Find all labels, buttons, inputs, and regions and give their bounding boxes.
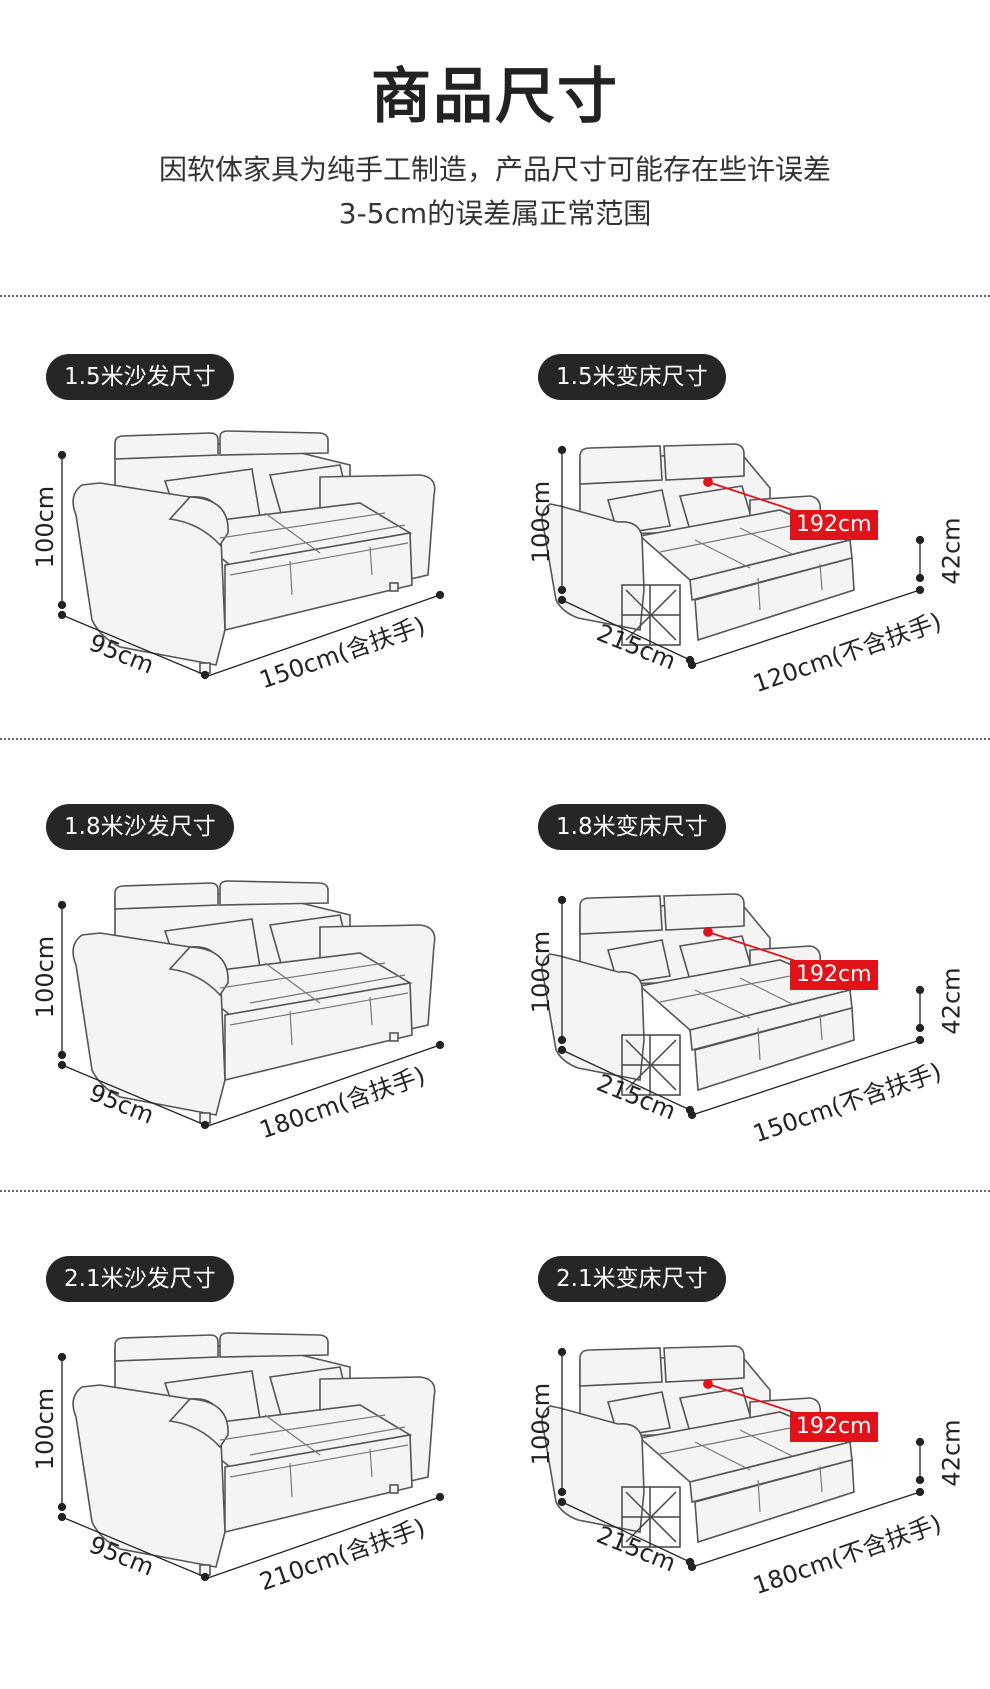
mattress-length-label: 192cm	[790, 510, 878, 540]
seat-height-label: 42cm	[937, 1419, 966, 1487]
divider	[0, 738, 990, 740]
sofa-illustration	[57, 880, 445, 1130]
bed-height-label: 100cm	[527, 930, 556, 1014]
sofa-bed-illustration	[541, 1345, 925, 1572]
sofa-bed-illustration	[541, 893, 925, 1120]
bed-height-label: 100cm	[527, 480, 556, 564]
sofa-illustration	[57, 1332, 445, 1582]
sofa-size-badge: 1.5米沙发尺寸	[46, 354, 234, 400]
bed-height-label: 100cm	[527, 1382, 556, 1466]
seat-height-label: 42cm	[937, 517, 966, 585]
mattress-length-label: 192cm	[790, 960, 878, 990]
bed-size-badge: 2.1米变床尺寸	[538, 1256, 726, 1302]
title-part-2-text: 尺寸	[495, 62, 619, 132]
page-header: 商品尺寸 因软体家具为纯手工制造，产品尺寸可能存在些许误差 3-5cm的误差属正…	[0, 0, 990, 290]
sofa-illustration	[57, 430, 445, 680]
title-part-2: 尺寸	[495, 48, 619, 135]
divider	[0, 1190, 990, 1192]
sofa-height-label: 100cm	[31, 935, 60, 1019]
bed-size-badge: 1.8米变床尺寸	[538, 804, 726, 850]
page-title: 商品尺寸	[0, 48, 990, 135]
subtitle-line-2: 3-5cm的误差属正常范围	[338, 197, 652, 230]
bed-size-badge: 1.5米变床尺寸	[538, 354, 726, 400]
sofa-size-badge: 2.1米沙发尺寸	[46, 1256, 234, 1302]
title-part-1: 商品	[371, 62, 495, 132]
sofa-size-badge: 1.8米沙发尺寸	[46, 804, 234, 850]
sofa-height-label: 100cm	[31, 485, 60, 569]
divider	[0, 295, 990, 297]
mattress-length-label: 192cm	[790, 1412, 878, 1442]
subtitle-line-1: 因软体家具为纯手工制造，产品尺寸可能存在些许误差	[158, 153, 831, 186]
seat-height-label: 42cm	[937, 967, 966, 1035]
sofa-height-label: 100cm	[31, 1387, 60, 1471]
sofa-bed-illustration	[541, 443, 925, 670]
